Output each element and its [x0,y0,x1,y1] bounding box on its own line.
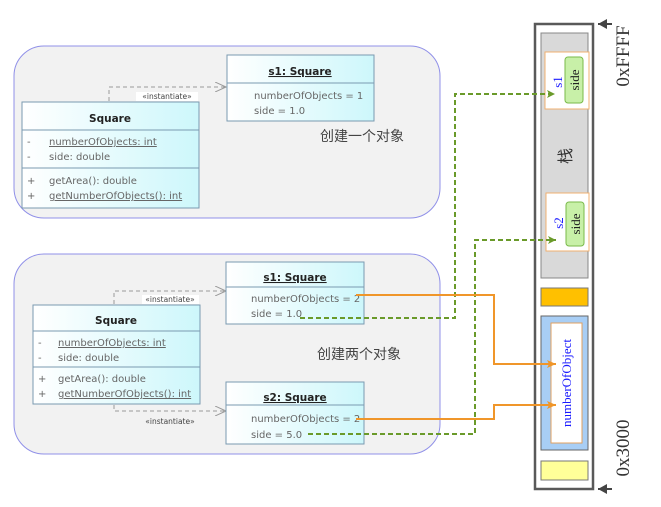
field-side-s1 [564,56,584,104]
class-square: Square - numberOfObjects: int - side: do… [21,101,200,209]
stereotype-label: «instantiate» [145,295,195,304]
panel-caption: 创建两个对象 [317,347,401,363]
class-attribute: side: double [58,353,119,364]
object-field: numberOfObjects = 2 [251,294,360,305]
object-field: side = 1.0 [254,106,305,117]
field-side-s2 [565,201,585,247]
bottom-address: 0x3000 [613,420,634,477]
bottom-panel: «instantiate» «instantiate» Square - num… [13,253,441,455]
ref-s2-numberofobjects [356,401,556,420]
stereotype-label: «instantiate» [142,92,192,101]
attr-visibility: - [38,353,42,364]
class-name: Square [89,113,131,125]
instantiate-arrow [108,87,226,101]
orange-block [540,287,589,307]
top-panel: «instantiate» Square - numberOfObjects: … [13,45,441,219]
op-visibility: + [38,389,46,400]
object-field: side = 5.0 [251,430,302,441]
class-attribute: numberOfObjects: int [58,338,166,349]
attr-visibility: - [27,137,31,148]
object-s1: s1: Square numberOfObjects = 2 side = 1.… [225,261,365,325]
class-name: Square [95,315,137,327]
ref-s2-side [308,236,556,435]
ref-s1-numberofobjects [356,294,556,368]
field-label-side: side [568,213,583,234]
instantiate-arrow-top [113,291,226,304]
object-title: s1: Square [263,272,326,284]
static-field-label: numberOfObject [559,339,574,427]
var-label-s1: s1 [550,76,565,88]
object-title: s1: Square [268,66,331,78]
class-operation: getArea(): double [49,176,137,187]
memory-column: s1 side s2 side numberOfObject 栈 0xFFFF … [533,19,634,494]
yellow-block [540,460,589,481]
ref-s1-side [300,90,555,319]
object-field: numberOfObjects = 1 [254,91,363,102]
op-visibility: + [27,191,35,202]
var-label-s2: s2 [551,217,566,229]
stack-label: 栈 [556,148,575,164]
op-visibility: + [38,374,46,385]
attr-visibility: - [38,338,42,349]
field-label-side: side [567,69,582,90]
instantiate-arrow-bottom [113,405,226,411]
class-attribute: numberOfObjects: int [49,137,157,148]
class-square: Square - numberOfObjects: int - side: do… [32,304,201,405]
object-s1: s1: Square numberOfObjects = 1 side = 1.… [226,54,375,122]
object-title: s2: Square [263,392,326,404]
class-operation: getArea(): double [58,374,146,385]
class-operation: getNumberOfObjects(): int [58,389,191,400]
attr-visibility: - [27,152,31,163]
class-attribute: side: double [49,152,110,163]
stereotype-label: «instantiate» [145,417,195,426]
panel-caption: 创建一个对象 [320,129,404,145]
class-operation: getNumberOfObjects(): int [49,191,182,202]
object-field: numberOfObjects = 2 [251,414,360,425]
static-field-box [550,322,583,444]
object-field: side = 1.0 [251,309,302,320]
top-address: 0xFFFF [613,25,634,86]
op-visibility: + [27,176,35,187]
